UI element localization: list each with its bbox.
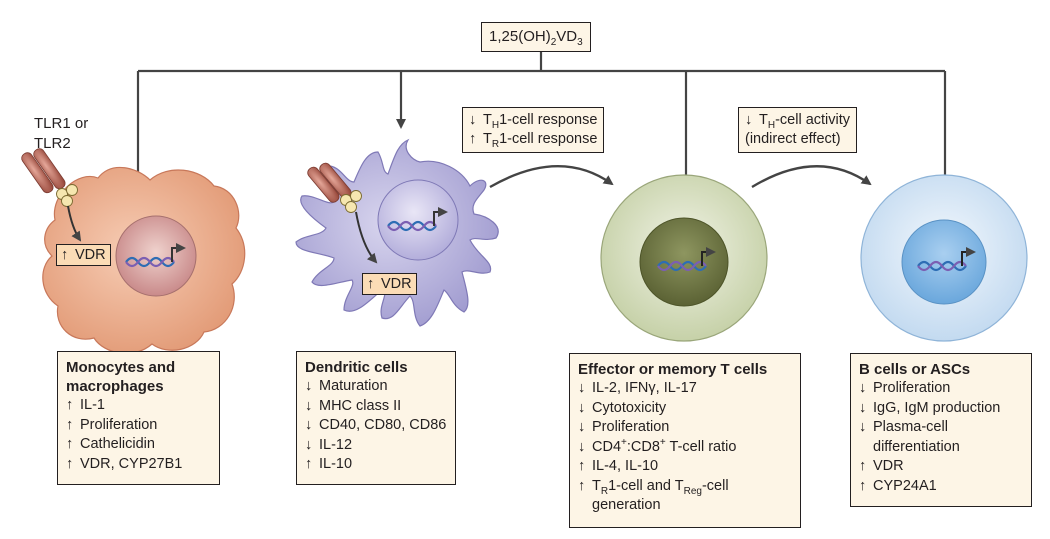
macrophage-vdr-box: ↑VDR (56, 244, 111, 266)
arrow-dendritic-to-tcell (489, 165, 614, 189)
dendritic-cell (295, 138, 499, 327)
connector-lines (133, 52, 950, 190)
dendritic-effects-box: Dendritic cells ↓Maturation ↓MHC class I… (296, 351, 456, 485)
macrophage-dna-icon (125, 243, 186, 268)
arrow-tcell-to-bcell (751, 165, 872, 189)
t-cell-nucleus (639, 217, 729, 307)
tcells-effects-box: Effector or memory T cells ↓IL-2, IFNγ, … (569, 353, 801, 528)
source-base: 1,25(OH) (489, 28, 551, 45)
dendritic-vdr-box: ↑VDR (362, 273, 417, 295)
bcells-effects-box: B cells or ASCs ↓Proliferation ↓IgG, IgM… (850, 353, 1032, 507)
t-cell-dna-icon (657, 247, 716, 272)
t-cell (600, 174, 768, 342)
dendritic-tlr-receptor-icon (307, 162, 378, 264)
monocytes-effects-box: Monocytes and macrophages ↑IL-1 ↑Prolife… (57, 351, 220, 485)
dendritic-dna-icon (387, 207, 448, 232)
th-activity-box: ↓TH-cell activity (indirect effect) (738, 107, 858, 153)
tlr-label: TLR1 or TLR2 (34, 115, 89, 152)
macrophage-nucleus (115, 215, 197, 297)
b-cell-dna-icon (917, 247, 976, 272)
macrophage-tlr-receptor-icon (21, 148, 82, 242)
source-box: 1,25(OH)2VD3 (481, 22, 591, 52)
th1-tr1-response-box: ↓TH1-cell response ↑TR1-cell response (462, 107, 605, 153)
macrophage-cell (21, 148, 246, 354)
dendritic-nucleus (377, 179, 459, 261)
b-cell-nucleus (901, 219, 987, 305)
b-cell (860, 174, 1028, 342)
